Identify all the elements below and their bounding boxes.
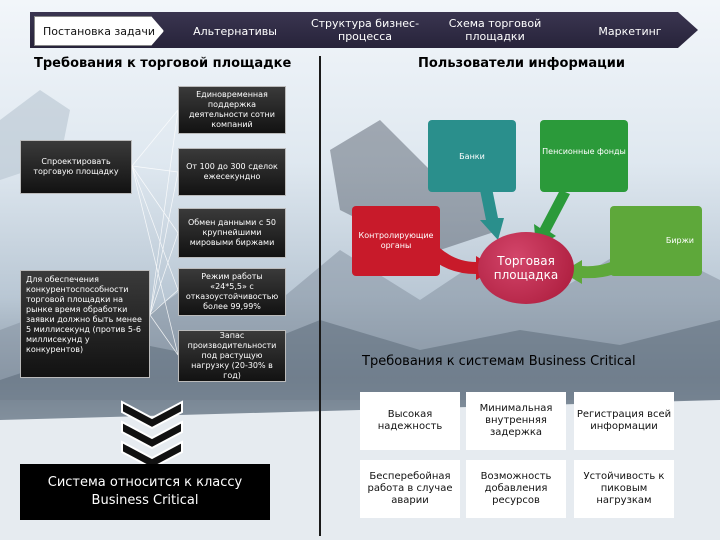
nav-item-process[interactable]: Структура бизнес-процесса [310,17,420,43]
nav-item-alternatives[interactable]: Альтернативы [193,25,277,38]
ensure-box: Для обеспечения конкурентоспособности то… [20,270,150,378]
right-title: Пользователи информации [418,56,626,71]
result-box: Система относится к классу Business Crit… [20,464,270,520]
left-title: Требования к торговой площадке [34,56,292,71]
requirement-box-3: Обмен данными с 50 крупнейшими мировыми … [178,208,286,258]
trading-platform-circle: Торговая площадка [478,232,574,304]
req-cell-5: Возможность добавления ресурсов [466,460,566,518]
user-exchanges: Биржи [610,206,702,276]
req-cell-6: Устойчивость к пиковым нагрузкам [574,460,674,518]
req-cell-2: Минимальная внутренняя задержка [466,392,566,450]
nav-item-scheme[interactable]: Схема торговой площадки [448,17,542,43]
req-cell-3: Регистрация всей информации [574,392,674,450]
design-box: Спроектировать торговую площадку [20,140,132,194]
requirement-box-4: Режим работы «24*5,5» с отказоустойчивос… [178,268,286,316]
req-cell-1: Высокая надежность [360,392,460,450]
nav-item-marketing[interactable]: Маркетинг [598,25,662,38]
req-cell-4: Бесперебойная работа в случае аварии [360,460,460,518]
requirement-box-2: От 100 до 300 сделок ежесекундно [178,148,286,196]
requirement-box-5: Запас производительности под растущую на… [178,330,286,382]
user-banks: Банки [428,120,516,192]
nav-item-problem[interactable]: Постановка задачи [34,16,164,46]
user-regulators: Контролирующие органы [352,206,440,276]
user-pension-funds: Пенсионные фонды [540,120,628,192]
requirement-box-1: Единовременная поддержка деятельности со… [178,86,286,134]
center-divider [319,56,321,536]
requirements-title: Требования к системам Business Critical [362,354,636,369]
